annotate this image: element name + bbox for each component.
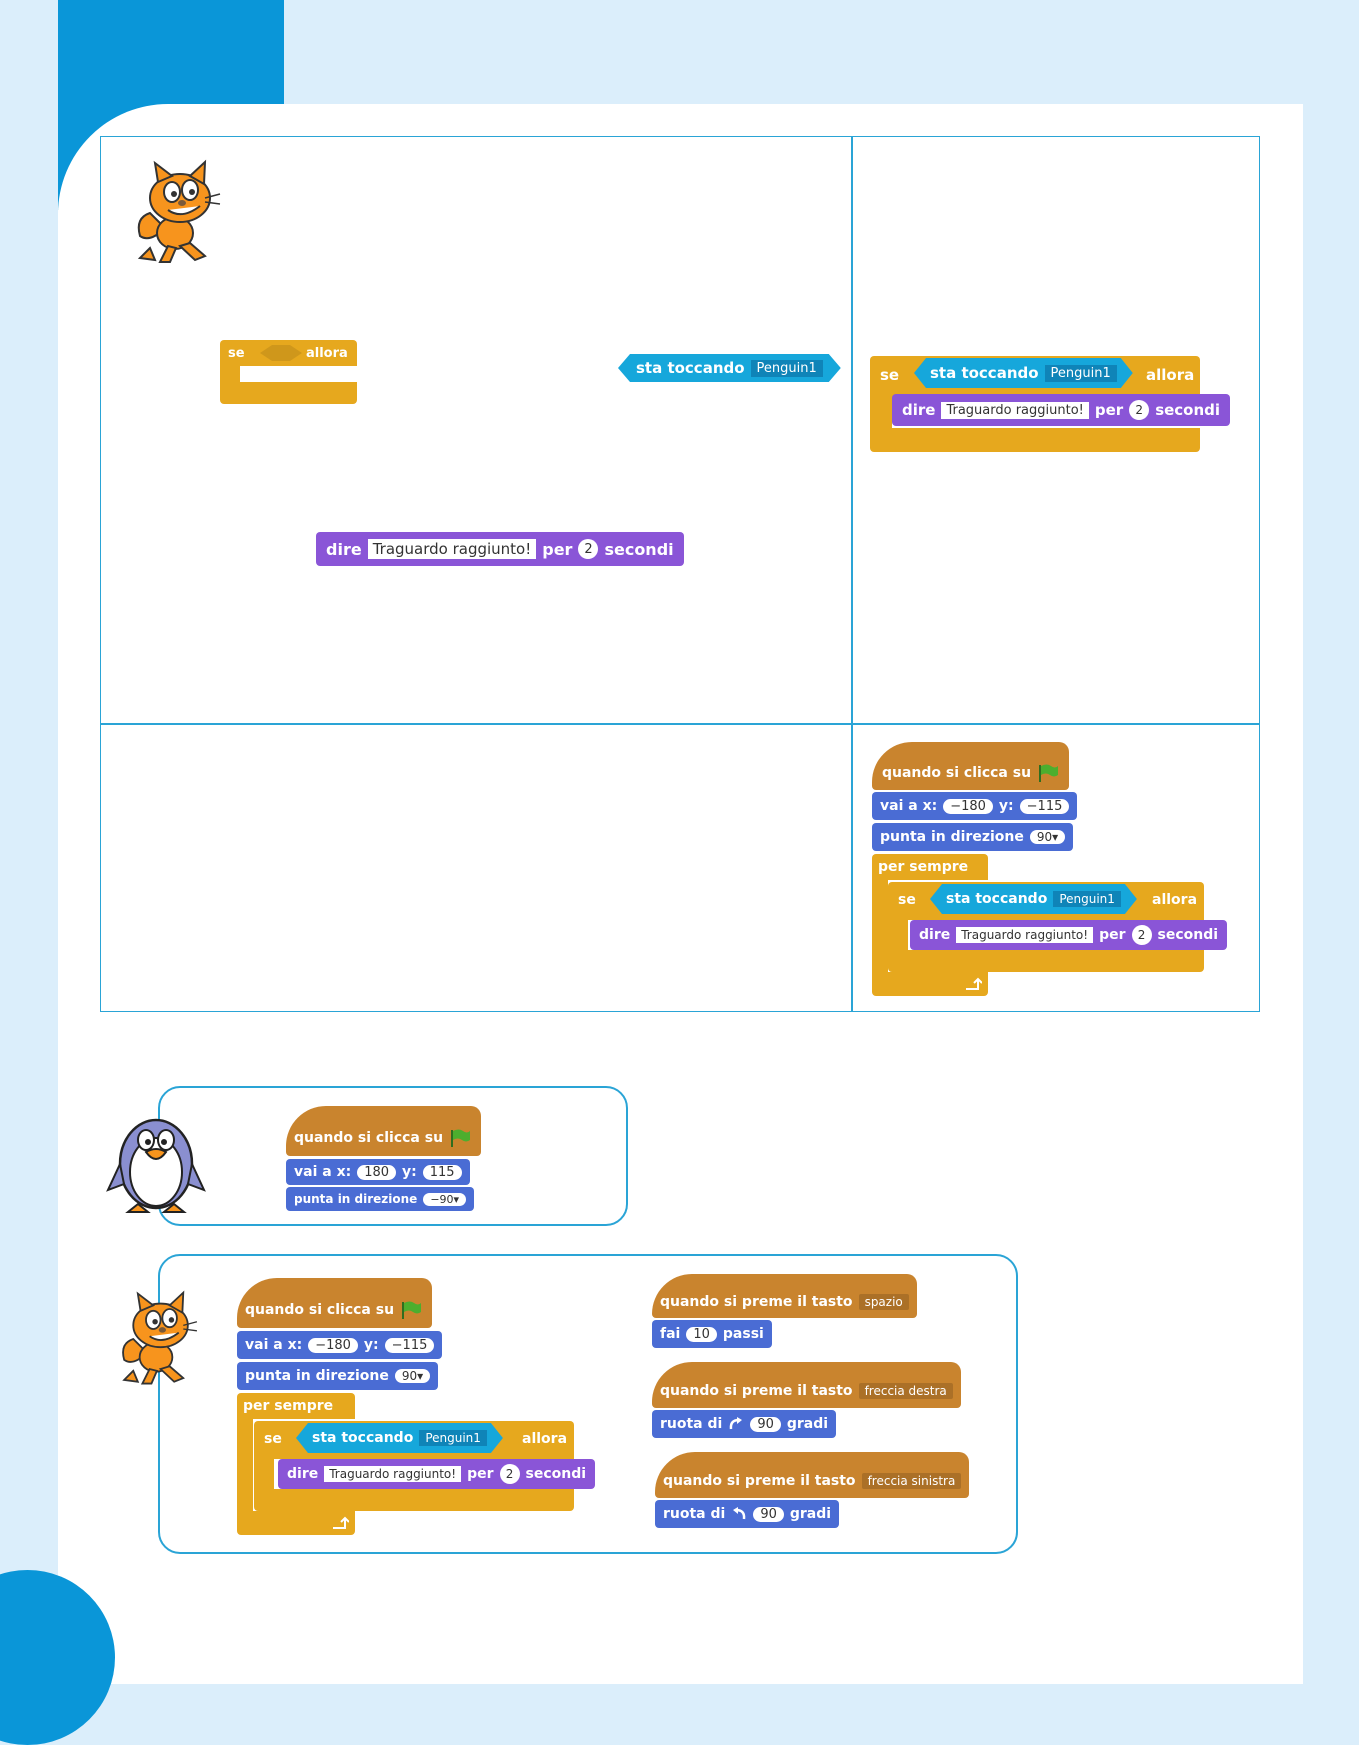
sprite-dropdown[interactable]: Penguin1 <box>419 1430 487 1446</box>
touching-block[interactable]: sta toccando Penguin1 <box>914 358 1133 388</box>
cat-script-box <box>158 1254 1018 1554</box>
point-direction-block[interactable]: punta in direzione −90▾ <box>286 1187 475 1211</box>
if-label: se <box>228 346 245 361</box>
y-input[interactable]: −115 <box>384 1337 435 1353</box>
go-to-xy-block[interactable]: vai a x: −180 y: −115 <box>237 1331 443 1359</box>
sprite-dropdown[interactable]: Penguin1 <box>1053 891 1121 907</box>
exercise-grid <box>100 136 1260 1012</box>
x-input[interactable]: −180 <box>308 1337 358 1353</box>
touching-block[interactable]: sta toccando Penguin1 <box>296 1423 503 1453</box>
scratch-cat-icon <box>122 1290 198 1385</box>
when-flag-clicked-block[interactable]: quando si clicca su <box>237 1278 433 1328</box>
say-text-input[interactable]: Traguardo raggiunto! <box>324 1466 462 1482</box>
x-input[interactable]: −180 <box>943 798 993 814</box>
grid-divider-vertical <box>851 137 853 1011</box>
move-steps-block[interactable]: fai 10 passi <box>652 1320 772 1348</box>
seconds-input[interactable]: 2 <box>499 1464 520 1484</box>
point-direction-block[interactable]: punta in direzione 90▾ <box>872 823 1074 851</box>
say-block[interactable]: dire Traguardo raggiunto! per 2 secondi <box>316 532 684 566</box>
say-text-input[interactable]: Traguardo raggiunto! <box>956 927 1094 943</box>
say-block[interactable]: dire Traguardo raggiunto! per 2 secondi <box>278 1459 596 1489</box>
degrees-input[interactable]: 90 <box>753 1506 784 1522</box>
loop-arrow-icon <box>333 1516 349 1529</box>
touching-block[interactable]: sta toccando Penguin1 <box>618 354 841 382</box>
green-flag-icon <box>1039 764 1059 782</box>
when-key-pressed-block[interactable]: quando si preme il tasto freccia destra <box>652 1362 961 1408</box>
key-dropdown[interactable]: freccia sinistra <box>861 1473 962 1489</box>
key-dropdown[interactable]: spazio <box>858 1294 909 1310</box>
go-to-xy-block[interactable]: vai a x: 180 y: 115 <box>286 1159 470 1185</box>
then-label: allora <box>306 346 348 361</box>
condition-slot[interactable] <box>260 345 302 361</box>
direction-input[interactable]: 90▾ <box>394 1369 431 1383</box>
seconds-input[interactable]: 2 <box>578 539 599 559</box>
if-block-empty[interactable]: se allora <box>220 340 357 404</box>
scratch-cat-icon <box>137 159 221 263</box>
when-flag-clicked-block[interactable]: quando si clicca su <box>286 1106 482 1156</box>
say-block[interactable]: dire Traguardo raggiunto! per 2 secondi <box>892 394 1231 426</box>
rotate-left-icon <box>733 1507 746 1520</box>
grid-divider-horizontal <box>101 723 1259 725</box>
sprite-dropdown[interactable]: Penguin1 <box>1045 365 1117 382</box>
say-text-input[interactable]: Traguardo raggiunto! <box>367 539 537 559</box>
y-input[interactable]: 115 <box>422 1164 462 1180</box>
go-to-xy-block[interactable]: vai a x: −180 y: −115 <box>872 792 1078 820</box>
when-key-pressed-block[interactable]: quando si preme il tasto freccia sinistr… <box>655 1452 970 1498</box>
say-text-input[interactable]: Traguardo raggiunto! <box>941 401 1089 419</box>
x-input[interactable]: 180 <box>357 1164 397 1180</box>
say-block[interactable]: dire Traguardo raggiunto! per 2 secondi <box>910 920 1228 950</box>
touching-block[interactable]: sta toccando Penguin1 <box>930 884 1137 914</box>
loop-arrow-icon <box>966 977 982 990</box>
rotate-right-icon <box>729 1417 743 1430</box>
degrees-input[interactable]: 90 <box>750 1416 781 1432</box>
when-flag-clicked-block[interactable]: quando si clicca su <box>872 742 1070 790</box>
green-flag-icon <box>402 1301 422 1319</box>
sprite-dropdown[interactable]: Penguin1 <box>751 360 823 377</box>
y-input[interactable]: −115 <box>1019 798 1070 814</box>
direction-input[interactable]: 90▾ <box>1029 830 1066 844</box>
direction-input[interactable]: −90▾ <box>423 1192 467 1206</box>
key-dropdown[interactable]: freccia destra <box>858 1383 953 1399</box>
seconds-input[interactable]: 2 <box>1129 400 1150 420</box>
point-direction-block[interactable]: punta in direzione 90▾ <box>237 1362 439 1390</box>
when-key-pressed-block[interactable]: quando si preme il tasto spazio <box>652 1274 917 1318</box>
steps-input[interactable]: 10 <box>686 1326 717 1342</box>
turn-left-block[interactable]: ruota di 90 gradi <box>655 1500 840 1528</box>
green-flag-icon <box>451 1129 471 1147</box>
seconds-input[interactable]: 2 <box>1131 925 1152 945</box>
penguin-icon <box>106 1118 206 1213</box>
turn-right-block[interactable]: ruota di 90 gradi <box>652 1410 837 1438</box>
